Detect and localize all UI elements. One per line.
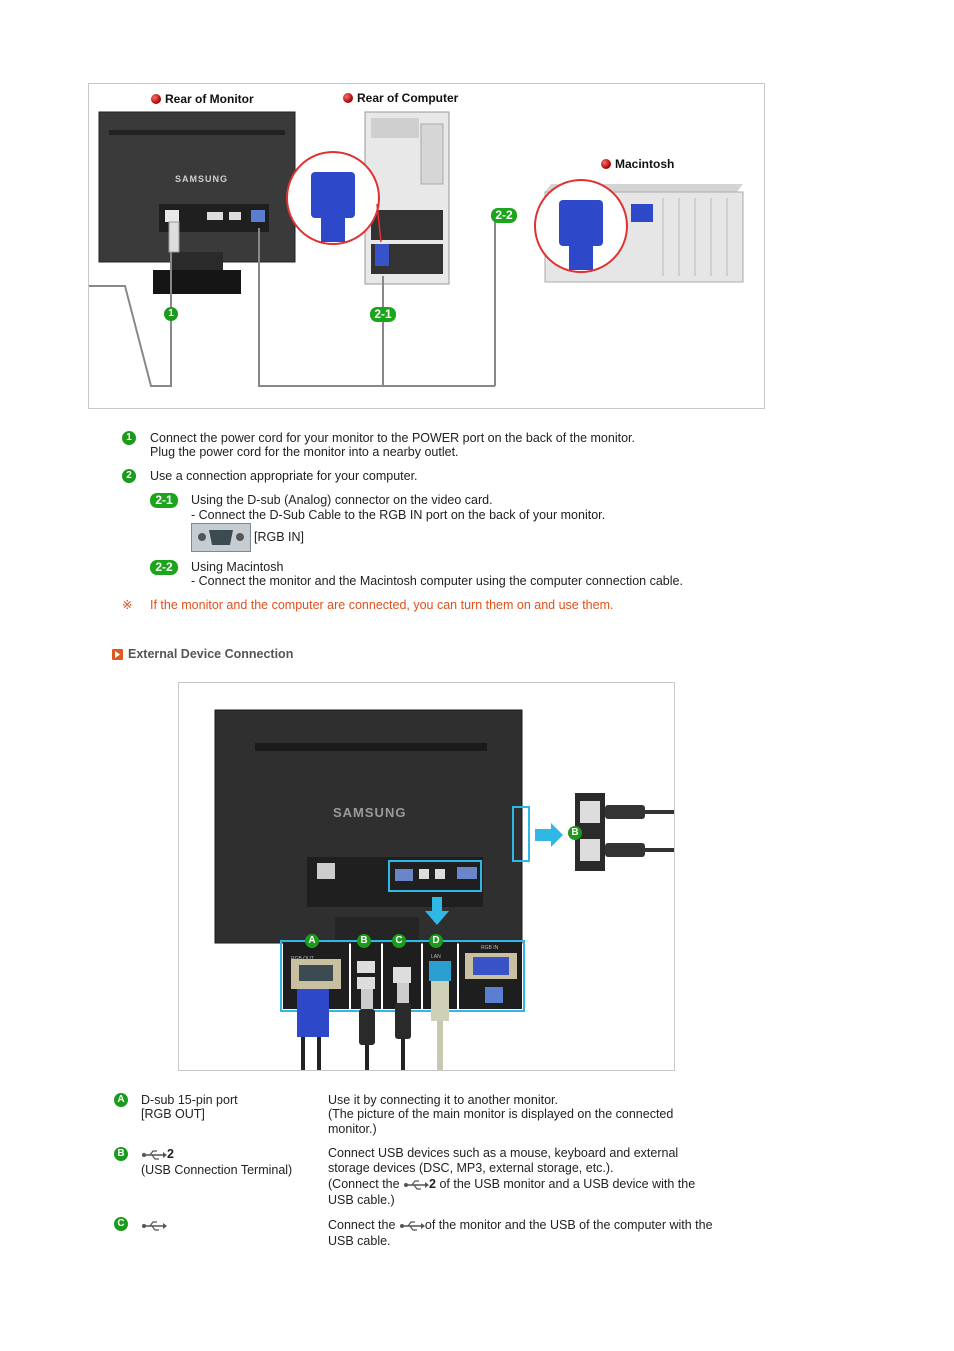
callout-b-side: B (568, 826, 582, 840)
red-dot-icon (151, 94, 161, 104)
label-rear-of-computer: Rear of Computer (343, 91, 458, 105)
step-2-badge: 2 (122, 469, 136, 483)
row-c-left-1 (141, 1218, 167, 1233)
step-2-2-badge: 2-2 (150, 560, 178, 575)
label-rear-of-monitor: Rear of Monitor (151, 92, 254, 106)
port-label-rgb-in: RGB IN (481, 945, 499, 951)
row-b-right-1: Connect USB devices such as a mouse, key… (328, 1146, 679, 1160)
usb-icon (399, 1221, 425, 1231)
step-1-badge: 1 (122, 431, 136, 445)
row-c-badge: C (114, 1217, 128, 1231)
red-dot-icon (343, 93, 353, 103)
row-a-badge: A (114, 1093, 128, 1107)
row-a-right-1: Use it by connecting it to another monit… (328, 1093, 558, 1107)
rgb-in-label: [RGB IN] (254, 530, 305, 544)
row-c-right-1-post: of the monitor and the USB of the comput… (424, 1218, 713, 1232)
row-b-right-3-post: of the USB monitor and a USB device with… (436, 1177, 696, 1191)
row-b-left-2: (USB Connection Terminal) (141, 1163, 293, 1177)
step-2-1-badge: 2-1 (150, 493, 178, 508)
monitor-brand-logo: SAMSUNG (333, 805, 407, 820)
row-a-right-3: monitor.) (328, 1122, 377, 1136)
step-2-2-line1: Using Macintosh (191, 560, 284, 574)
step-2-1-line1: Using the D-sub (Analog) connector on th… (191, 493, 493, 507)
step-1-line2: Plug the power cord for the monitor into… (150, 445, 459, 459)
note-text: If the monitor and the computer are conn… (150, 598, 614, 612)
row-b-right-3-suffix: 2 (429, 1177, 436, 1191)
label-macintosh: Macintosh (601, 157, 674, 171)
section-arrow-icon (112, 649, 123, 660)
row-c-right-2: USB cable. (328, 1234, 391, 1248)
callout-2-2: 2-2 (491, 208, 517, 223)
callout-b: B (357, 934, 371, 948)
external-device-figure: SAMSUNG RGB OUT RGB IN LAN A B C D B (178, 682, 675, 1071)
external-device-illustration (214, 709, 674, 1070)
step-2-line1: Use a connection appropriate for your co… (150, 469, 418, 483)
step-2-2-line2: - Connect the monitor and the Macintosh … (191, 574, 683, 588)
monitor-brand-logo: SAMSUNG (175, 174, 229, 184)
row-b-left-1: 2 (141, 1147, 174, 1162)
row-b-left-suffix: 2 (167, 1147, 174, 1161)
port-label-lan: LAN (431, 954, 441, 960)
row-a-left-2: [RGB OUT] (141, 1107, 205, 1121)
usb-icon (404, 1180, 430, 1190)
usb-icon (142, 1150, 167, 1160)
step-1-line1: Connect the power cord for your monitor … (150, 431, 635, 445)
step-2-1-line2: - Connect the D-Sub Cable to the RGB IN … (191, 508, 606, 522)
section-title: External Device Connection (128, 647, 294, 661)
row-b-right-3: (Connect the 2 of the USB monitor and a … (328, 1177, 695, 1192)
row-b-right-2: storage devices (DSC, MP3, external stor… (328, 1161, 614, 1175)
callout-c: C (392, 934, 406, 948)
red-dot-icon (601, 159, 611, 169)
connection-figure: Rear of Monitor Rear of Computer Macinto… (88, 83, 765, 409)
callout-d: D (429, 934, 443, 948)
connection-illustration (89, 111, 744, 387)
note-mark: ※ (122, 598, 133, 612)
row-c-right-1: Connect the of the monitor and the USB o… (328, 1218, 713, 1233)
port-label-rgb-out: RGB OUT (291, 956, 314, 962)
dsub-port-icon (198, 530, 244, 545)
row-a-left-1: D-sub 15-pin port (141, 1093, 238, 1107)
callout-a: A (305, 934, 319, 948)
row-b-right-3-pre: (Connect the (328, 1177, 404, 1191)
callout-2-1: 2-1 (370, 307, 396, 322)
usb-icon (142, 1221, 167, 1231)
row-b-right-4: USB cable.) (328, 1193, 395, 1207)
row-b-badge: B (114, 1147, 128, 1161)
rgb-in-port-icon (191, 523, 251, 552)
row-c-right-1-pre: Connect the (328, 1218, 399, 1232)
row-a-right-2: (The picture of the main monitor is disp… (328, 1107, 674, 1121)
callout-1: 1 (164, 307, 178, 321)
